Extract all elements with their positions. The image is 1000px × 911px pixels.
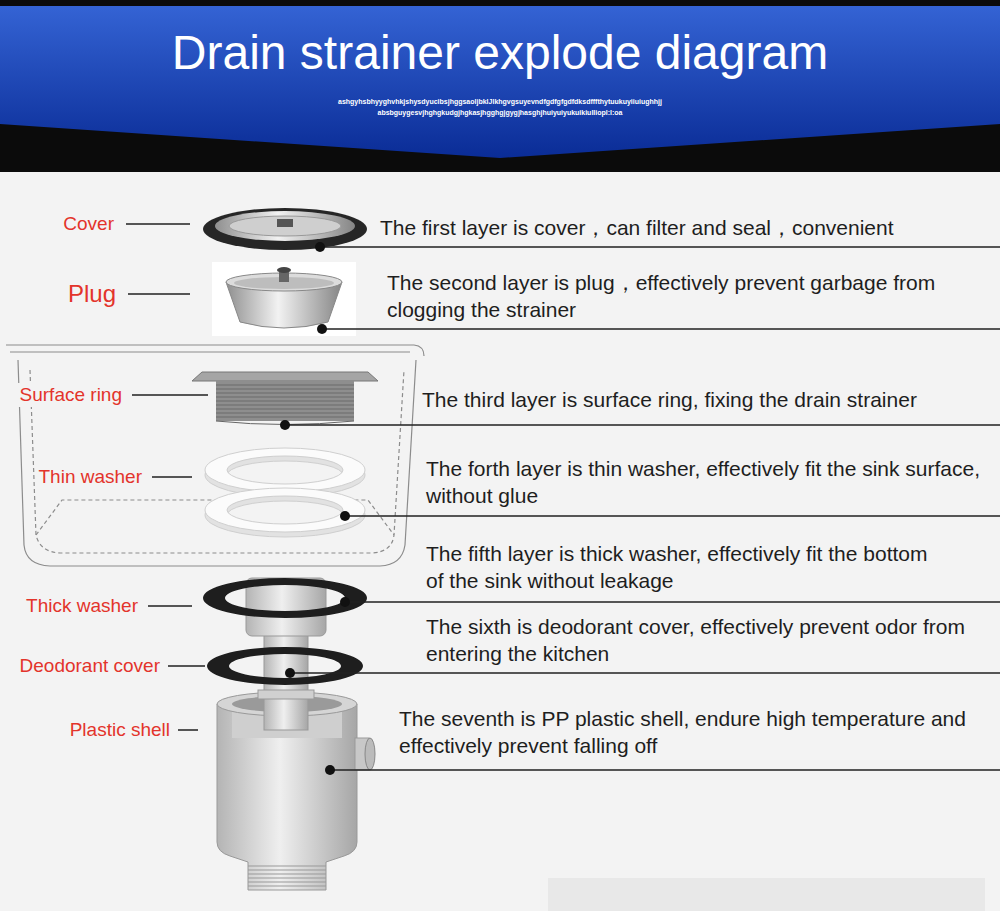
thin-washer bbox=[205, 448, 365, 492]
leader-dot bbox=[315, 242, 325, 252]
part-name: Plug bbox=[66, 278, 118, 309]
part-description: The seventh is PP plastic shell, endure … bbox=[397, 705, 1000, 760]
cover-plate bbox=[215, 211, 355, 241]
thick-washer-part bbox=[203, 578, 367, 685]
ring-flange bbox=[192, 372, 378, 381]
ring-thread bbox=[216, 385, 354, 417]
cover-knob bbox=[277, 219, 293, 227]
ring-body bbox=[216, 381, 354, 421]
thin-washer bbox=[205, 488, 365, 532]
shell-body bbox=[217, 704, 357, 890]
plug-knob bbox=[277, 267, 291, 273]
part-name: Cover bbox=[61, 212, 116, 237]
cover-plate bbox=[229, 216, 341, 236]
header-band bbox=[0, 0, 1000, 172]
leader-dot bbox=[280, 420, 290, 430]
plug-part bbox=[212, 262, 356, 336]
fine-print: ashgyhsbhyyghvhkjshysdyucibsjhggsaoljbkl… bbox=[0, 98, 1000, 106]
leader-dot bbox=[285, 668, 295, 678]
sink-wall bbox=[18, 360, 416, 566]
diagram-title: Drain strainer explode diagram bbox=[0, 24, 1000, 82]
sink-rim bbox=[10, 351, 410, 352]
title-banner bbox=[0, 6, 1000, 158]
cover-seal bbox=[203, 208, 367, 250]
part-description: The third layer is surface ring, fixing … bbox=[420, 386, 1000, 413]
part-name: Surface ring bbox=[18, 383, 124, 408]
part-name: Thick washer bbox=[24, 594, 140, 619]
leader-dot bbox=[340, 511, 350, 521]
part-description: The first layer is cover，can filter and … bbox=[378, 214, 994, 241]
cover-part bbox=[203, 208, 367, 250]
leader-dot bbox=[325, 765, 335, 775]
part-description: The forth layer is thin washer, effectiv… bbox=[424, 455, 988, 510]
fine-print: absbguygesvjhghgkudgjhgkasjhgghgjgygjhas… bbox=[0, 109, 1000, 117]
plug-photo-ground bbox=[212, 262, 356, 336]
thin-washer-part bbox=[205, 448, 365, 537]
leader-dot bbox=[340, 597, 350, 607]
thick-washer bbox=[207, 647, 363, 685]
deodorant-band bbox=[258, 690, 314, 699]
part-name: Thin washer bbox=[37, 465, 145, 490]
part-description: The fifth layer is thick washer, effecti… bbox=[424, 540, 938, 595]
leader-dot bbox=[317, 324, 327, 334]
faint-panel bbox=[548, 878, 985, 911]
part-description: The second layer is plug，effectively pre… bbox=[385, 269, 974, 324]
part-description: The sixth is deodorant cover, effectivel… bbox=[424, 613, 1000, 668]
deodorant-cap bbox=[246, 578, 326, 636]
sink-rim bbox=[6, 345, 424, 356]
leader-line bbox=[285, 247, 1000, 770]
sink-outline bbox=[6, 345, 424, 566]
part-name: Deodorant cover bbox=[18, 654, 162, 679]
thick-washer bbox=[203, 578, 367, 618]
part-name: Plastic shell bbox=[68, 718, 172, 743]
leader-dots bbox=[280, 242, 350, 775]
shell-outlet bbox=[365, 738, 375, 770]
shell-thread bbox=[248, 866, 326, 886]
surface-ring-part bbox=[192, 372, 378, 425]
